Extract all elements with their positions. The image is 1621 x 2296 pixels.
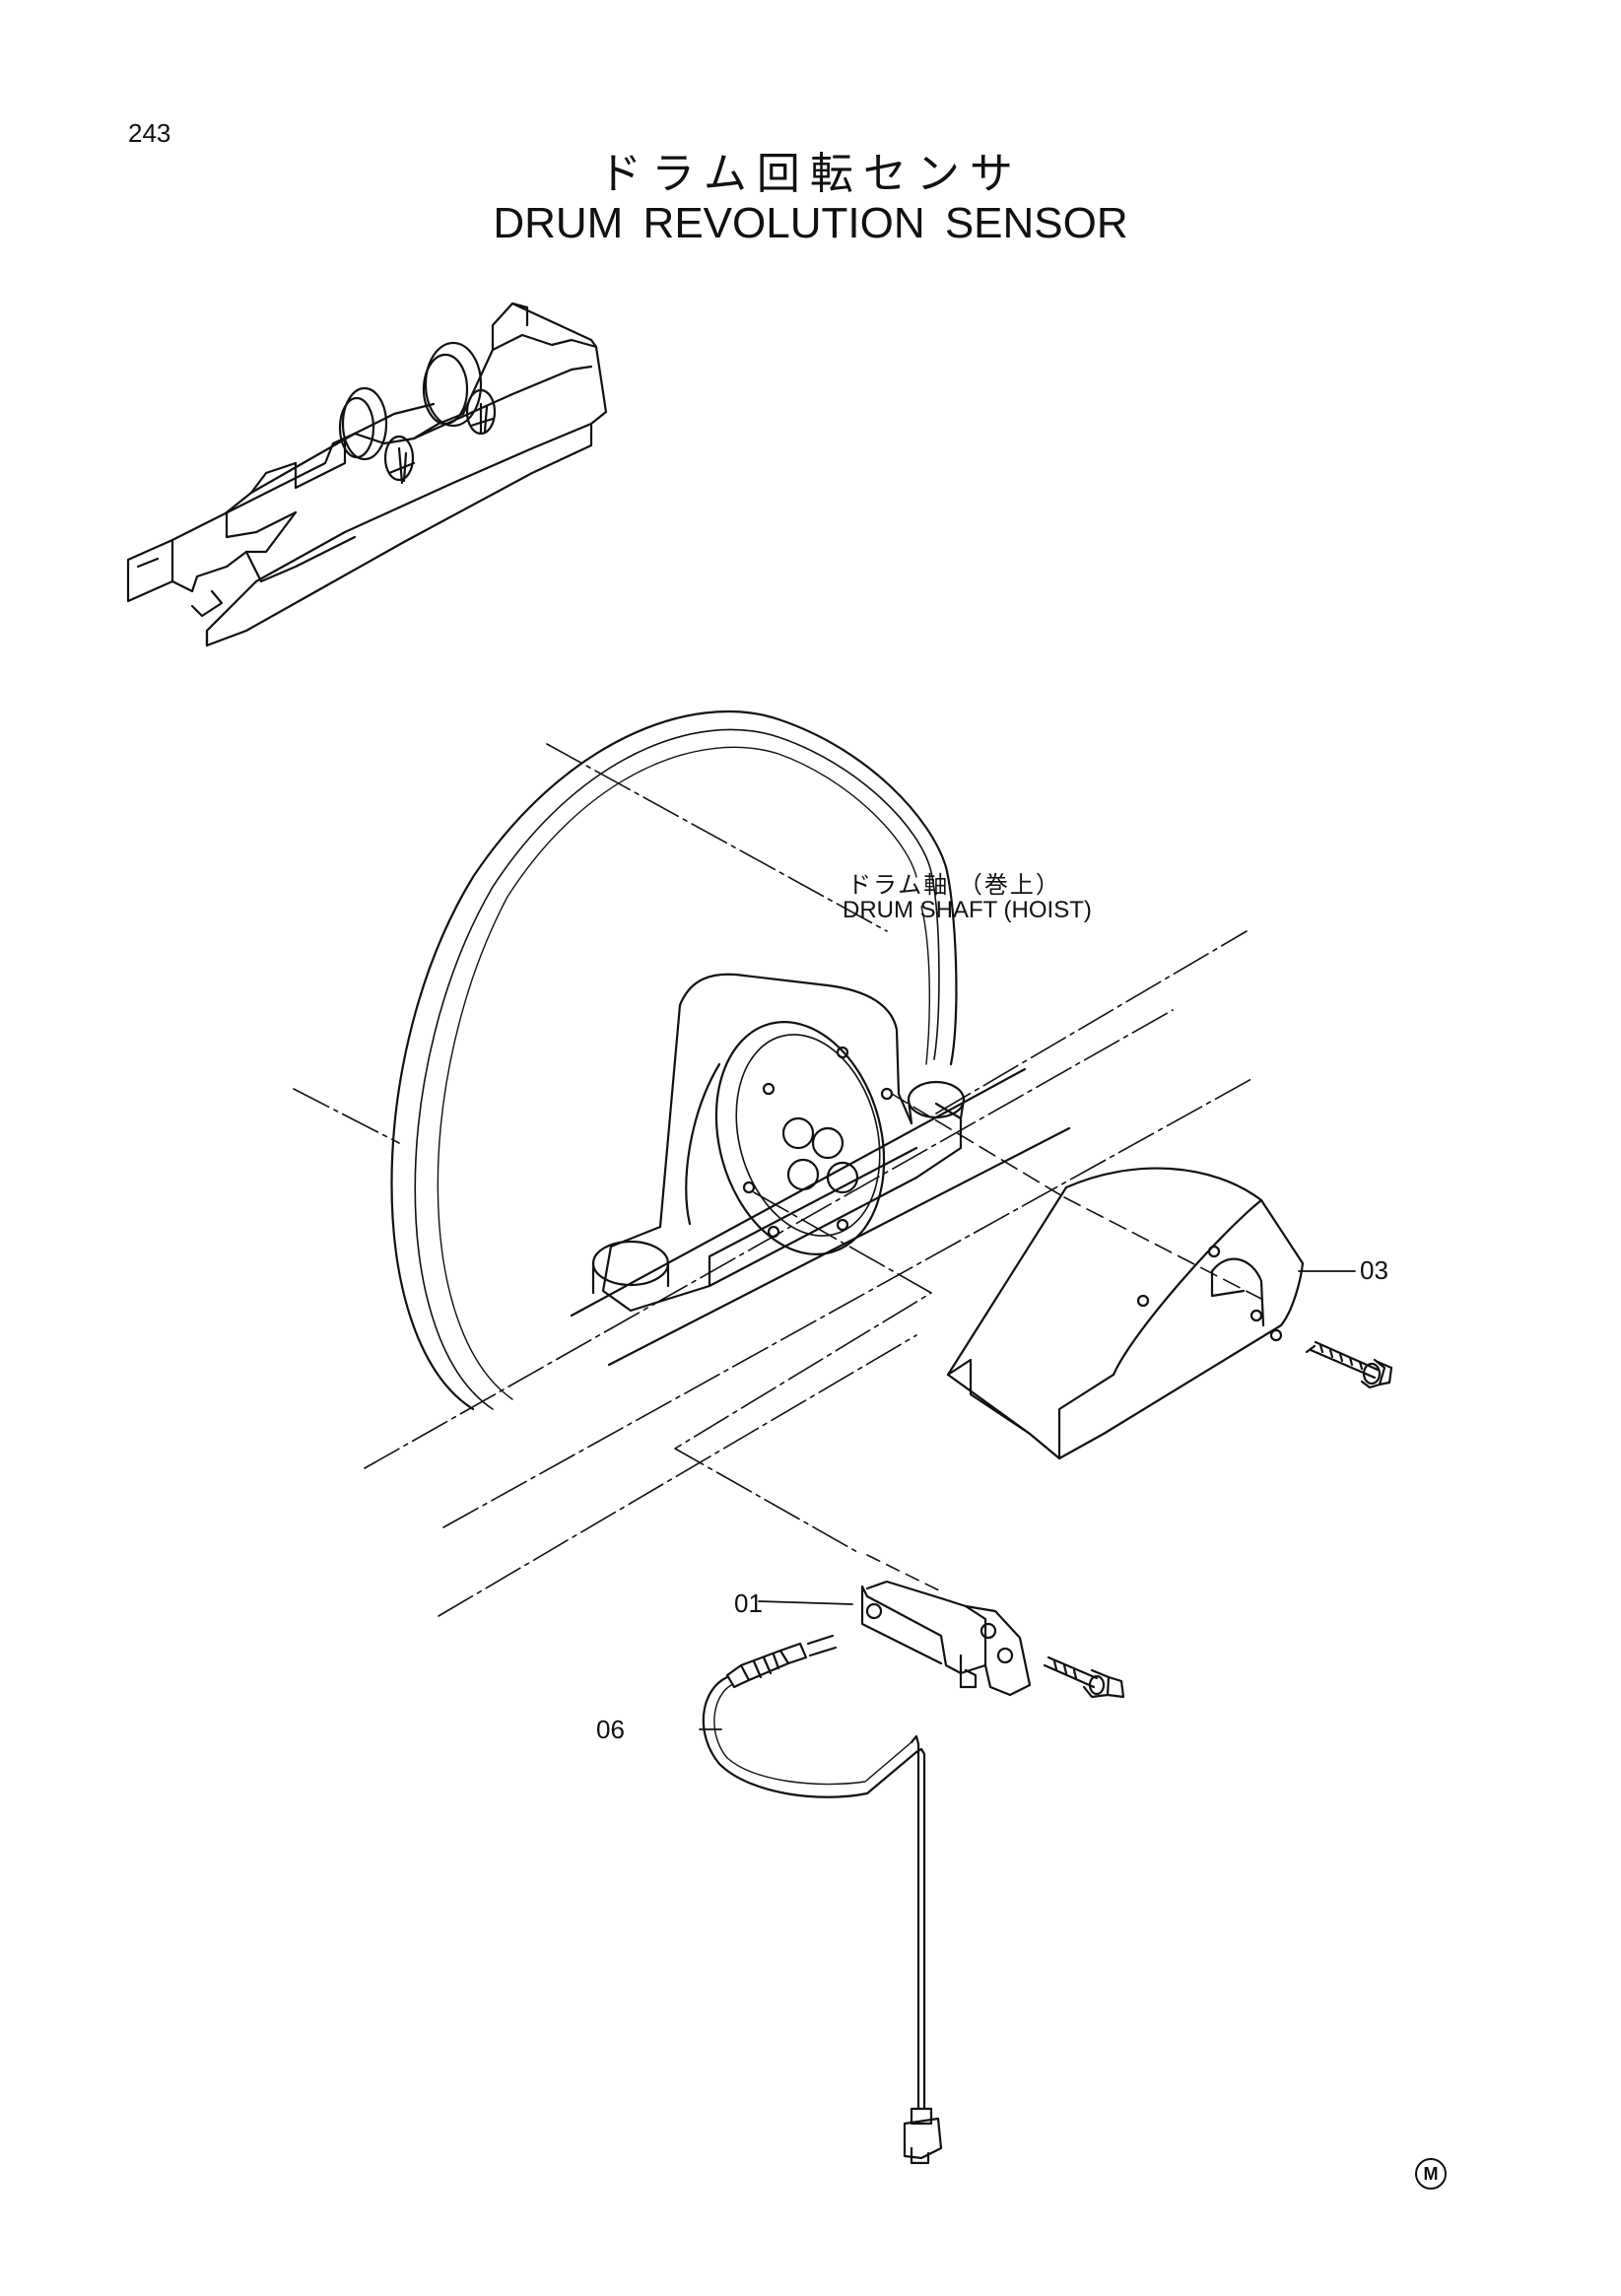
sensor-part-06 [702, 1634, 943, 2165]
drum-disk [390, 710, 958, 1411]
manufacturer-mark: M [1415, 2158, 1447, 2190]
page-title-japanese: ドラム回転センサ [598, 149, 1023, 199]
bracket-part-01 [860, 1580, 1032, 1697]
page-number: 243 [128, 118, 171, 148]
base-rails [570, 1067, 1071, 1367]
cover-bolt [1305, 1340, 1393, 1389]
callout-part-03: 03 [1360, 1255, 1388, 1285]
bearing-block [591, 973, 966, 1313]
drum-shaft-label-japanese: ドラム軸 （巻上） [847, 871, 1061, 899]
frame-overview-inset [126, 302, 608, 647]
center-lines [293, 743, 1252, 1617]
callout-part-06: 06 [596, 1715, 625, 1744]
callout-leaders [699, 1270, 1356, 1730]
cover-part-03 [946, 1167, 1305, 1460]
callout-part-01: 01 [734, 1588, 763, 1618]
assembly-lines [674, 1093, 1262, 1592]
drum-shaft-label-english: DRUM SHAFT (HOIST) [843, 897, 1092, 923]
bracket-bolt [1043, 1655, 1125, 1699]
page-title-english: DRUM REVOLUTION SENSOR [493, 199, 1128, 247]
